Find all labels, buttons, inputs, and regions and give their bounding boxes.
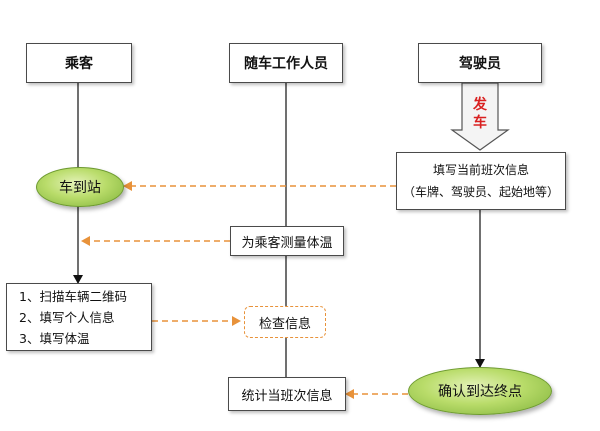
fill-shift-info-box: 填写当前班次信息 （车牌、驾驶员、起始地等） xyxy=(396,152,566,210)
header-driver: 驾驶员 xyxy=(418,43,542,83)
passenger-step-2: 2、填写个人信息 xyxy=(19,309,115,325)
depart-label-char-1: 发 xyxy=(473,97,487,113)
depart-arrow-icon xyxy=(450,82,510,151)
arrive-station-ellipse: 车到站 xyxy=(36,167,124,207)
confirm-arrival-ellipse: 确认到达终点 xyxy=(408,367,552,415)
check-info-box: 检查信息 xyxy=(244,306,326,338)
passenger-step-1: 1、扫描车辆二维码 xyxy=(19,288,127,304)
measure-temperature-box: 为乘客测量体温 xyxy=(230,226,344,256)
fill-shift-info-title: 填写当前班次信息 xyxy=(432,163,529,177)
depart-label-char-2: 车 xyxy=(473,115,487,131)
shift-statistics-box: 统计当班次信息 xyxy=(228,377,346,411)
passenger-steps-box: 1、扫描车辆二维码 2、填写个人信息 3、填写体温 xyxy=(6,283,152,351)
header-staff: 随车工作人员 xyxy=(229,43,343,83)
fill-shift-info-detail: （车牌、驾驶员、起始地等） xyxy=(402,185,559,199)
depart-label: 发 车 xyxy=(470,96,490,132)
header-passenger: 乘客 xyxy=(26,43,132,83)
passenger-step-3: 3、填写体温 xyxy=(19,330,90,346)
